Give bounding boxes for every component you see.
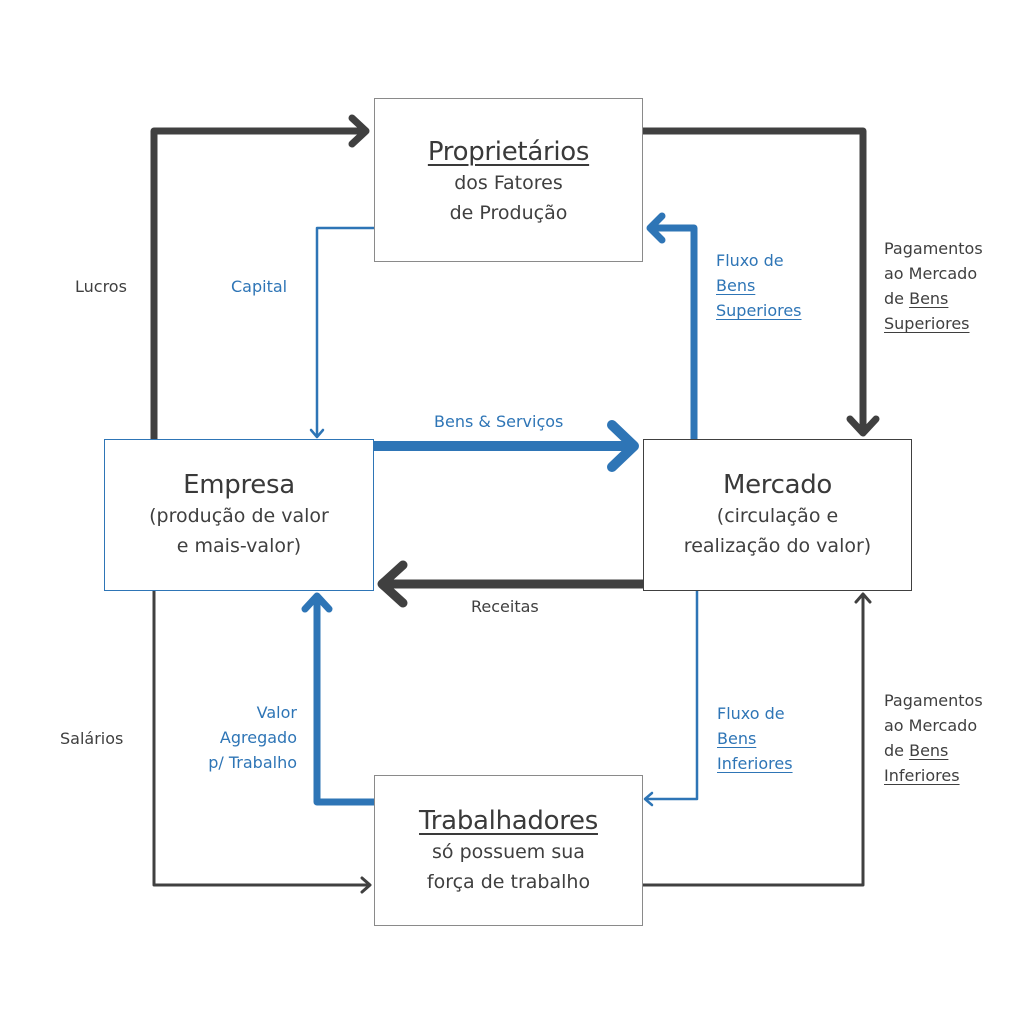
arrow-lucros [150,114,370,439]
label-line: ao Mercado [884,716,978,735]
arrow-bens-servicos [373,420,639,472]
label-line: Valor [256,703,297,722]
label-fluxo-bens-inferiores: Fluxo de Bens Inferiores [717,701,793,776]
label-prefix: de [884,289,910,308]
node-title: Empresa [183,470,295,500]
label-bens-servicos: Bens & Serviços [434,412,564,431]
node-proprietarios: Proprietários dos Fatores de Produção [374,98,643,262]
node-subtitle-line1: (produção de valor [149,505,329,527]
label-line: Superiores [716,301,802,320]
label-line: ao Mercado [884,264,978,283]
label-fluxo-bens-superiores: Fluxo de Bens Superiores [716,248,802,323]
node-subtitle-line1: só possuem sua [432,840,585,863]
arrow-salarios [152,590,372,894]
label-line: Bens [716,276,756,295]
node-subtitle-line1: (circulação e [716,505,839,527]
label-line: p/ Trabalho [208,753,297,772]
label-line: Agregado [219,728,297,747]
node-trabalhadores: Trabalhadores só possuem sua força de tr… [374,775,643,926]
label-line: Superiores [884,314,970,333]
label-lucros: Lucros [75,277,127,296]
arrow-valor-agregado [301,592,374,806]
arrow-capital [309,226,374,439]
node-subtitle-line2: e mais-valor) [176,535,302,557]
arrow-pagamentos-superiores [642,127,880,437]
arrow-receitas [377,560,643,608]
label-valor-agregado: Valor Agregado p/ Trabalho [180,700,297,775]
label-line: Pagamentos [884,239,983,258]
label-line: Fluxo de [716,251,784,270]
label-line: Inferiores [884,766,960,785]
node-title: Mercado [722,470,833,500]
node-subtitle-line2: força de trabalho [426,870,591,893]
label-capital: Capital [231,277,288,296]
label-line: Bens [717,729,757,748]
label-line: Inferiores [717,754,793,773]
label-line: Fluxo de [717,704,785,723]
node-subtitle-line2: de Produção [449,202,568,224]
arrow-fluxo-bens-inferiores [643,590,699,807]
node-subtitle-line2: realização do valor) [683,535,872,557]
node-title: Proprietários [427,137,590,167]
label-salarios: Salários [60,729,124,748]
arrow-fluxo-bens-superiores [646,212,698,439]
node-mercado: Mercado (circulação e realização do valo… [643,439,912,591]
node-title: Trabalhadores [419,805,598,836]
node-empresa: Empresa (produção de valor e mais-valor) [104,439,374,591]
label-pagamentos-bens-superiores: Pagamentos ao Mercado de Bens Superiores [884,236,983,336]
arrow-pagamentos-inferiores [642,592,872,887]
label-prefix: de [884,741,910,760]
label-line: Bens [909,289,949,308]
label-receitas: Receitas [471,597,539,616]
label-line: Bens [909,741,949,760]
label-pagamentos-bens-inferiores: Pagamentos ao Mercado de Bens Inferiores [884,688,983,788]
node-subtitle-line1: dos Fatores [454,172,563,194]
label-line: Pagamentos [884,691,983,710]
